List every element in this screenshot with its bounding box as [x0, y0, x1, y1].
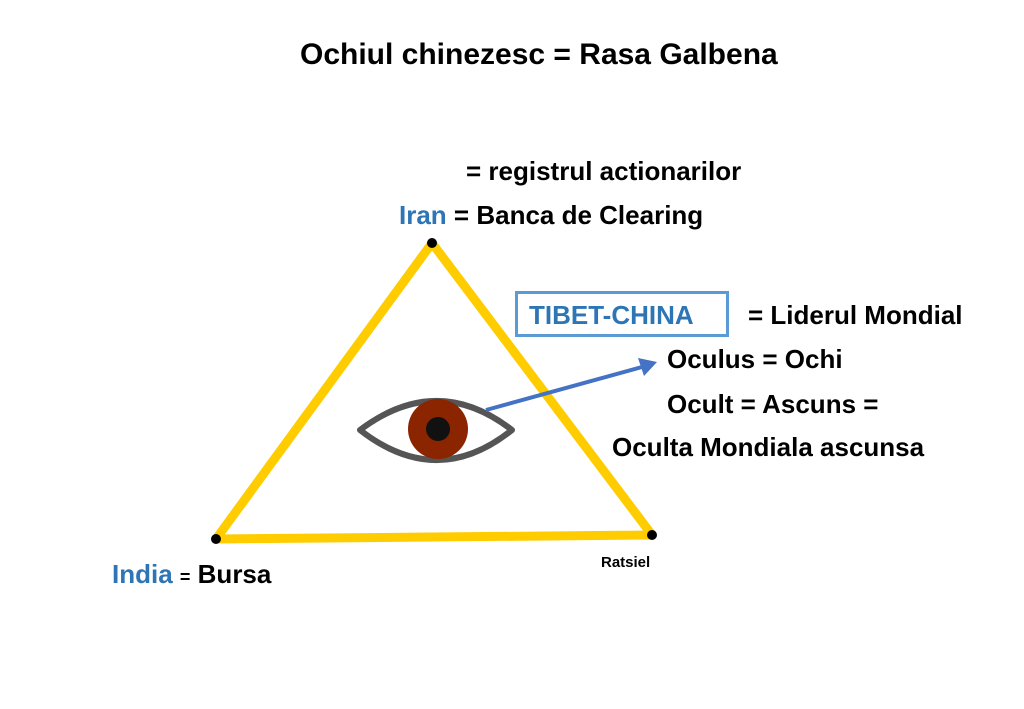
page-title: Ochiul chinezesc = Rasa Galbena	[300, 38, 778, 71]
oculta-label: Oculta Mondiala ascunsa	[612, 432, 925, 462]
ratsiel-label: Ratsiel	[601, 554, 651, 571]
bursa-label: Bursa	[197, 559, 272, 589]
bottom-left-label: India = Bursa	[112, 561, 271, 587]
arrow-icon	[485, 358, 657, 412]
eye-icon	[357, 398, 515, 463]
india-label: India	[112, 559, 173, 589]
triangle	[211, 238, 657, 544]
tibet-china-label: TIBET-CHINA	[529, 300, 694, 330]
ocult-label: Ocult = Ascuns =	[667, 389, 879, 419]
equals-sign: =	[179, 567, 191, 587]
vertex-dot-right	[647, 530, 657, 540]
top-label-line1: = registrul actionarilor	[466, 156, 742, 186]
tibet-china-box	[515, 291, 729, 337]
top-label-line2: Iran = Banca de Clearing	[399, 202, 703, 228]
liderul-mondial-label: = Liderul Mondial	[748, 300, 963, 330]
iran-label: Iran	[399, 200, 447, 230]
vertex-dot-top	[427, 238, 437, 248]
oculus-label: Oculus = Ochi	[667, 344, 843, 374]
vertex-dot-left	[211, 534, 221, 544]
banca-label: = Banca de Clearing	[453, 200, 704, 230]
